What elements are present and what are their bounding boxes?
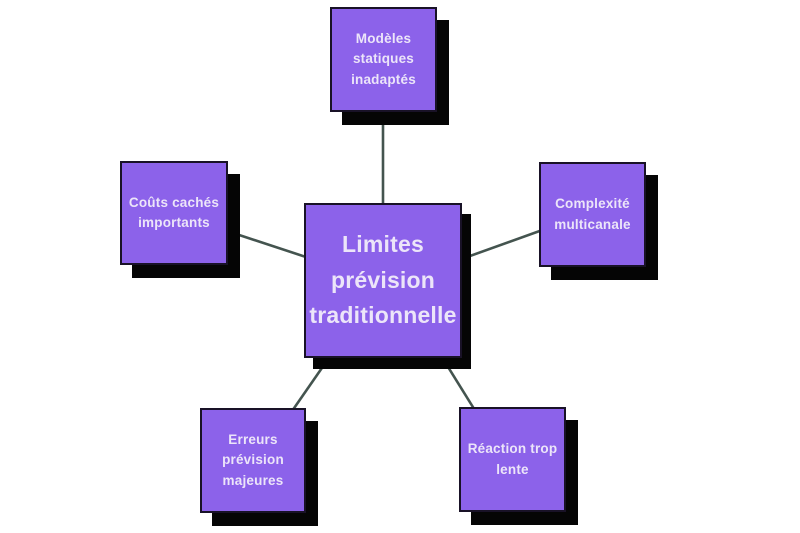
node-left: Coûts cachés importants bbox=[120, 161, 228, 265]
node-top-label: Modèles statiques inadaptés bbox=[351, 31, 416, 87]
node-center-label: Limites prévision traditionnelle bbox=[309, 231, 457, 329]
connector-center-bottom-left bbox=[288, 351, 335, 415]
node-right: Complexité multicanale bbox=[539, 162, 646, 267]
node-bottom-left: Erreurs prévision majeures bbox=[200, 408, 306, 513]
connector-center-left bbox=[217, 226, 313, 261]
node-right-label: Complexité multicanale bbox=[554, 196, 631, 232]
node-bottom-left-label: Erreurs prévision majeures bbox=[222, 432, 284, 488]
node-top: Modèles statiques inadaptés bbox=[330, 7, 437, 112]
connector-center-bottom-right bbox=[438, 353, 478, 413]
node-center: Limites prévision traditionnelle bbox=[304, 203, 462, 358]
node-left-label: Coûts cachés importants bbox=[128, 194, 220, 230]
connector-center-right bbox=[455, 226, 549, 263]
node-bottom-right-label: Réaction trop lente bbox=[467, 441, 558, 477]
node-bottom-right: Réaction trop lente bbox=[459, 407, 566, 512]
